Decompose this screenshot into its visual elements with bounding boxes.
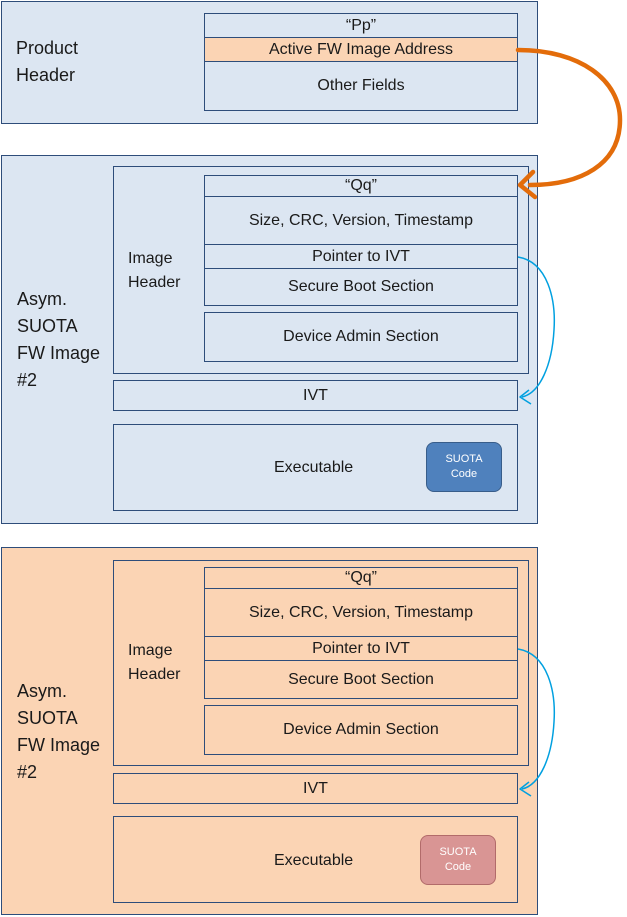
qq-field-blue: “Qq” — [204, 175, 518, 197]
pointer-to-ivt-field-peach: Pointer to IVT — [204, 636, 518, 661]
secure-boot-section-field-peach: Secure Boot Section — [204, 660, 518, 699]
active-fw-image-address-field: Active FW Image Address — [204, 37, 518, 62]
secure-boot-section-field-blue: Secure Boot Section — [204, 268, 518, 306]
device-admin-section-field-blue: Device Admin Section — [204, 312, 518, 362]
executable-label-peach: Executable — [274, 852, 354, 869]
product-header-label: Product Header — [16, 38, 79, 85]
pointer-to-ivt-field-blue: Pointer to IVT — [204, 244, 518, 269]
device-admin-section-field-peach: Device Admin Section — [204, 705, 518, 755]
qq-field-peach: “Qq” — [204, 567, 518, 589]
ivt-field-blue: IVT — [113, 380, 518, 411]
other-fields-field: Other Fields — [204, 61, 518, 111]
ivt-field-peach: IVT — [113, 773, 518, 804]
executable-label-blue: Executable — [274, 459, 354, 476]
suota-code-badge-blue: SUOTA Code — [426, 442, 502, 492]
image-header-label-peach: Image Header — [128, 642, 181, 683]
fw-image-label-blue: Asym. SUOTA FW Image #2 — [17, 289, 101, 390]
fw-image-label-peach: Asym. SUOTA FW Image #2 — [17, 681, 101, 782]
pp-field: “Pp” — [204, 13, 518, 38]
size-crc-version-timestamp-field-peach: Size, CRC, Version, Timestamp — [204, 588, 518, 637]
image-header-label-blue: Image Header — [128, 250, 181, 291]
size-crc-version-timestamp-field-blue: Size, CRC, Version, Timestamp — [204, 196, 518, 245]
suota-code-badge-peach: SUOTA Code — [420, 835, 496, 885]
